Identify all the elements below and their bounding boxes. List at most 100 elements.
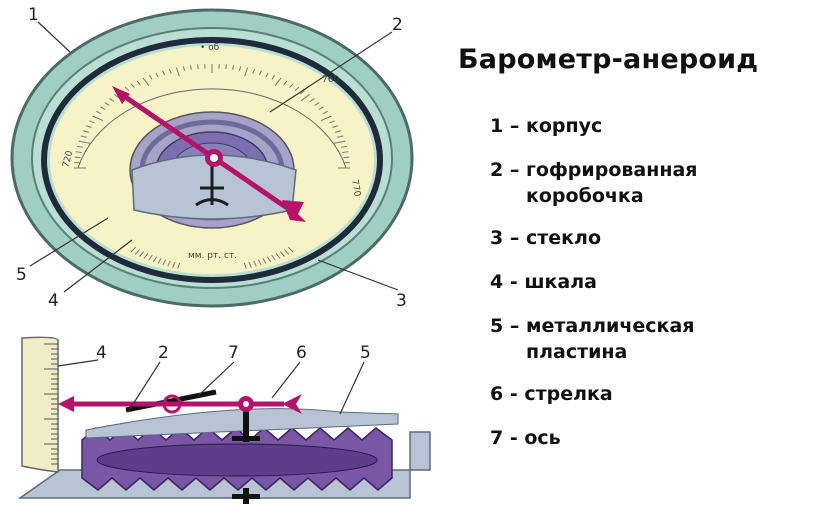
needle-tail [282,200,306,222]
legend-separator: – [503,159,526,181]
callout-bottom-5: 5 [360,343,371,363]
callout-4: 4 [48,291,59,311]
mechanism-post [195,160,229,207]
legend-item: 5 – металлическая пластина [490,313,808,365]
scale-tick [189,65,192,70]
scale-tick [148,75,153,80]
barometer-diagram: • об 760 720 770 мм. рт. ст. 1 2 3 4 [10,5,431,504]
leader-lines-top [29,21,399,293]
scale-tick [80,135,87,138]
scale-tick [85,125,92,129]
scale-tick [136,80,141,85]
scale-tick [271,254,276,261]
scale-tick [232,65,235,70]
legend-text: гофрированная коробочка [525,159,698,207]
legend-item: 2 – гофрированная коробочка [490,157,808,209]
scale-tick [155,72,159,78]
section-scale-ticks [44,343,58,465]
callout-2: 2 [392,15,403,35]
scale-tick [262,257,267,264]
scale-tick [104,102,110,106]
post-cap [232,436,260,441]
legend-number: 7 [490,427,504,449]
scale-tick [172,261,176,268]
scale-tick [271,75,276,80]
section-pointer-tail [282,394,302,414]
legend-item: 1 – корпус [490,113,808,139]
scale-tick [109,97,115,102]
scale-tick [258,70,262,76]
scale-tick [284,249,290,255]
pointer-needle [116,89,292,213]
scale-tick [162,259,167,266]
scale-tick [139,251,145,257]
scale-tick [322,110,328,115]
legend-text: корпус [525,115,603,137]
section-post [243,410,249,442]
scale-tick [252,68,256,74]
scale-tick [300,90,305,95]
legend-number: 4 [490,271,504,293]
scale-tick [275,252,281,259]
scale-tick [76,145,83,148]
scale-tick [283,80,288,85]
section-pointer-tip [58,396,74,412]
scale-tick [244,67,249,77]
leader-lines-bottom [57,359,365,415]
legend-text: стекло [525,227,601,249]
needle-tip [112,86,130,104]
scale-tick [134,249,140,255]
callout-bottom-4: 4 [96,343,107,363]
dial-label-top: • об [200,43,220,53]
callout-bottom-2: 2 [158,343,169,363]
scale-tick [177,262,181,269]
scale-arc [77,88,347,169]
legend-text: ось [524,427,561,449]
scale-tick [162,70,166,76]
scale-tick [143,252,149,259]
scale-tick [175,67,180,77]
scale-tick [197,64,199,70]
scale-tick [253,260,257,267]
scale-tick [78,140,91,144]
pointer-joint-1 [162,394,182,414]
scale-tick [83,130,89,133]
section-metal-plate [85,408,399,439]
legend: Барометр-анероид 1 – корпус 2 – гофриров… [458,44,808,451]
callout-bottom-6: 6 [296,343,307,363]
legend-separator: – [503,315,526,337]
scale-tick [142,77,150,87]
pointer-joint-2-center [243,401,249,407]
legend-separator: - [503,427,525,449]
scale-tick [265,72,269,78]
dial-unit: мм. рт. ст. [188,251,237,261]
legend-number: 6 [490,383,504,405]
legend-number: 1 [490,115,504,137]
legend-separator: - [503,271,525,293]
legend-number: 5 [490,315,504,337]
barometer-cross-section: 4 2 7 6 5 [17,336,431,504]
callout-5: 5 [16,265,27,285]
scale-tick [96,110,102,115]
dial-label-720: 720 [61,149,75,168]
legend-separator: – [503,227,526,249]
scale-ticks [74,64,350,269]
scale-tick [300,94,310,102]
legend-item: 3 – стекло [490,225,808,251]
scale-tick [274,77,282,87]
scale-tick [289,83,294,88]
scale-tick [152,256,158,263]
legend-separator: - [503,383,525,405]
scale-tick [332,125,339,129]
legend-item: 7 - ось [490,425,808,451]
legend-number: 3 [490,227,504,249]
callout-1: 1 [28,5,39,25]
post-foot [232,494,260,499]
legend-item: 4 - шкала [490,269,808,295]
scale-tick [225,64,227,70]
scale-tick [318,106,324,110]
scale-tick [100,106,106,110]
callout-bottom-7: 7 [228,343,239,363]
scale-tick [148,254,153,261]
legend-item: 6 - стрелка [490,381,808,407]
